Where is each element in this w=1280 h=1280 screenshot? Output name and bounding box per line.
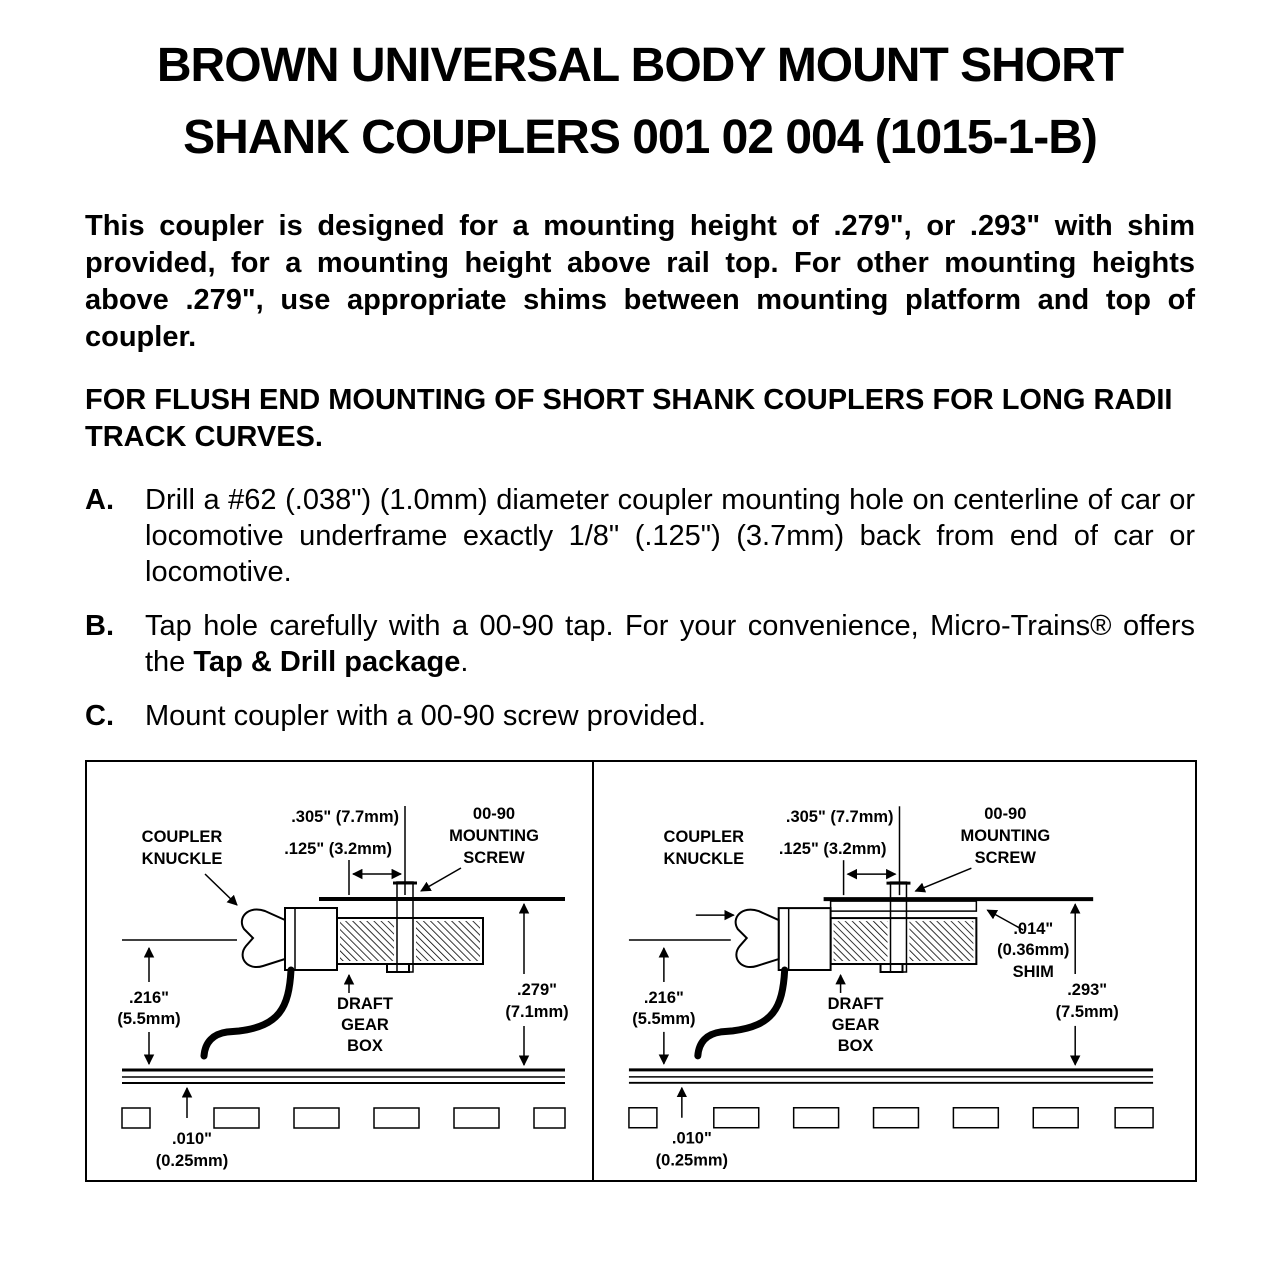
svg-text:(7.1mm): (7.1mm) xyxy=(505,1003,568,1021)
mounting-screw-drawing xyxy=(886,881,911,973)
trip-pin-drawing xyxy=(200,966,295,1060)
diagram-panel-right: .305" (7.7mm) .125" (3.2mm) 00-90 MOUNTI… xyxy=(594,762,1193,1180)
right-coupler-diagram: .305" (7.7mm) .125" (3.2mm) 00-90 MOUNTI… xyxy=(628,805,1154,1170)
svg-text:(0.25mm): (0.25mm) xyxy=(156,1152,228,1170)
draft-gear-box-label-left: DRAFT GEAR BOX xyxy=(337,973,393,1055)
svg-text:.305" (7.7mm): .305" (7.7mm) xyxy=(291,808,399,826)
mounting-screw-label-left: 00-90 MOUNTING SCREW xyxy=(420,805,539,892)
svg-text:MOUNTING: MOUNTING xyxy=(449,827,539,845)
page-title-line1: BROWN UNIVERSAL BODY MOUNT SHORT xyxy=(156,39,1124,92)
step-b-text-pre: Tap hole carefully with a 00-90 tap. For… xyxy=(145,610,1195,678)
svg-text:MOUNTING: MOUNTING xyxy=(960,827,1050,845)
dim-gap-left: .010" (0.25mm) xyxy=(156,1086,228,1170)
svg-text:DRAFT: DRAFT xyxy=(337,995,393,1013)
draft-gear-box-label-right: DRAFT GEAR BOX xyxy=(828,973,884,1055)
dim-height-left: .279" (7.1mm) xyxy=(505,902,569,1067)
svg-text:COUPLER: COUPLER xyxy=(142,828,223,846)
step-b-text: Tap hole carefully with a 00-90 tap. For… xyxy=(145,608,1195,680)
dim-216-right: .216" (5.5mm) xyxy=(632,946,695,1065)
svg-text:BOX: BOX xyxy=(838,1037,874,1055)
intro-paragraph: This coupler is designed for a mounting … xyxy=(85,210,1195,353)
coupler-knuckle-drawing xyxy=(240,907,338,971)
dim-305-right: .305" (7.7mm) xyxy=(786,806,901,896)
step-b: B. Tap hole carefully with a 00-90 tap. … xyxy=(85,608,1195,680)
dim-216-left: .216" (5.5mm) xyxy=(117,946,181,1066)
svg-text:.305" (7.7mm): .305" (7.7mm) xyxy=(786,808,894,826)
dim-height-right: .293" (7.5mm) xyxy=(1056,903,1119,1066)
step-b-letter: B. xyxy=(85,610,114,642)
instruction-steps: A. Drill a #62 (.038") (1.0mm) diameter … xyxy=(85,482,1195,734)
svg-text:SHIM: SHIM xyxy=(1013,963,1054,981)
ties-drawing xyxy=(121,1107,566,1129)
svg-text:.010": .010" xyxy=(672,1130,712,1148)
step-b-text-bold: Tap & Drill package xyxy=(193,646,461,678)
step-a: A. Drill a #62 (.038") (1.0mm) diameter … xyxy=(85,482,1195,590)
step-c: C. Mount coupler with a 00-90 screw prov… xyxy=(85,698,1195,734)
svg-text:COUPLER: COUPLER xyxy=(664,828,745,846)
dim-305-left: .305" (7.7mm) xyxy=(291,806,406,895)
page-title: BROWN UNIVERSAL BODY MOUNT SHORT SHANK C… xyxy=(85,30,1195,174)
mounting-screw-label-right: 00-90 MOUNTING SCREW xyxy=(914,805,1050,893)
svg-text:BOX: BOX xyxy=(347,1037,383,1055)
step-a-letter: A. xyxy=(85,484,114,516)
rail-drawing xyxy=(122,1068,565,1084)
svg-text:GEAR: GEAR xyxy=(832,1016,880,1034)
rail-drawing xyxy=(628,1068,1154,1084)
svg-text:.279": .279" xyxy=(517,981,557,999)
svg-text:KNUCKLE: KNUCKLE xyxy=(664,850,745,868)
coupler-knuckle-label-left: COUPLER KNUCKLE xyxy=(142,828,238,906)
ties-drawing xyxy=(628,1107,1154,1129)
svg-text:00-90: 00-90 xyxy=(984,805,1026,823)
mounting-screw-drawing xyxy=(393,881,417,973)
step-c-letter: C. xyxy=(85,700,114,732)
svg-text:.125" (3.2mm): .125" (3.2mm) xyxy=(779,840,887,858)
step-b-text-post: . xyxy=(460,646,469,678)
svg-text:.125" (3.2mm): .125" (3.2mm) xyxy=(284,840,392,858)
shim-drawing xyxy=(829,900,978,912)
coupler-knuckle-label-right: COUPLER KNUCKLE xyxy=(664,828,745,921)
diagram-panel-left: .305" (7.7mm) .125" (3.2mm) 00-90 MOUNTI… xyxy=(87,762,594,1180)
svg-text:.014": .014" xyxy=(1013,920,1053,938)
diagram-box: .305" (7.7mm) .125" (3.2mm) 00-90 MOUNTI… xyxy=(85,760,1197,1182)
svg-text:.010": .010" xyxy=(172,1130,212,1148)
svg-text:(5.5mm): (5.5mm) xyxy=(632,1010,695,1028)
svg-text:.216": .216" xyxy=(644,989,684,1007)
svg-text:00-90: 00-90 xyxy=(473,805,515,823)
svg-text:(0.36mm): (0.36mm) xyxy=(997,941,1069,959)
svg-text:DRAFT: DRAFT xyxy=(828,995,884,1013)
svg-text:(0.25mm): (0.25mm) xyxy=(656,1152,728,1170)
draft-gear-box-drawing xyxy=(829,917,978,973)
dim-125-left: .125" (3.2mm) xyxy=(284,840,403,895)
left-coupler-diagram: .305" (7.7mm) .125" (3.2mm) 00-90 MOUNTI… xyxy=(117,805,569,1170)
shim-label-right: .014" (0.36mm) SHIM xyxy=(986,909,1069,981)
section-heading: FOR FLUSH END MOUNTING OF SHORT SHANK CO… xyxy=(85,384,1173,453)
svg-text:(7.5mm): (7.5mm) xyxy=(1056,1003,1119,1021)
step-c-text: Mount coupler with a 00-90 screw provide… xyxy=(145,700,706,732)
svg-text:KNUCKLE: KNUCKLE xyxy=(142,850,223,868)
svg-text:SCREW: SCREW xyxy=(463,849,525,867)
svg-text:.293": .293" xyxy=(1067,981,1107,999)
trip-pin-drawing xyxy=(694,966,789,1060)
svg-text:(5.5mm): (5.5mm) xyxy=(117,1010,180,1028)
draft-gear-box-drawing xyxy=(336,917,484,973)
coupler-knuckle-drawing xyxy=(734,907,832,971)
page-title-line2: SHANK COUPLERS 001 02 004 (1015-1-B) xyxy=(183,111,1098,164)
svg-text:SCREW: SCREW xyxy=(975,849,1037,867)
dim-125-right: .125" (3.2mm) xyxy=(779,840,897,896)
step-a-text: Drill a #62 (.038") (1.0mm) diameter cou… xyxy=(145,484,1195,588)
svg-text:.216": .216" xyxy=(129,989,169,1007)
dim-gap-right: .010" (0.25mm) xyxy=(656,1086,728,1170)
svg-text:GEAR: GEAR xyxy=(341,1016,389,1034)
